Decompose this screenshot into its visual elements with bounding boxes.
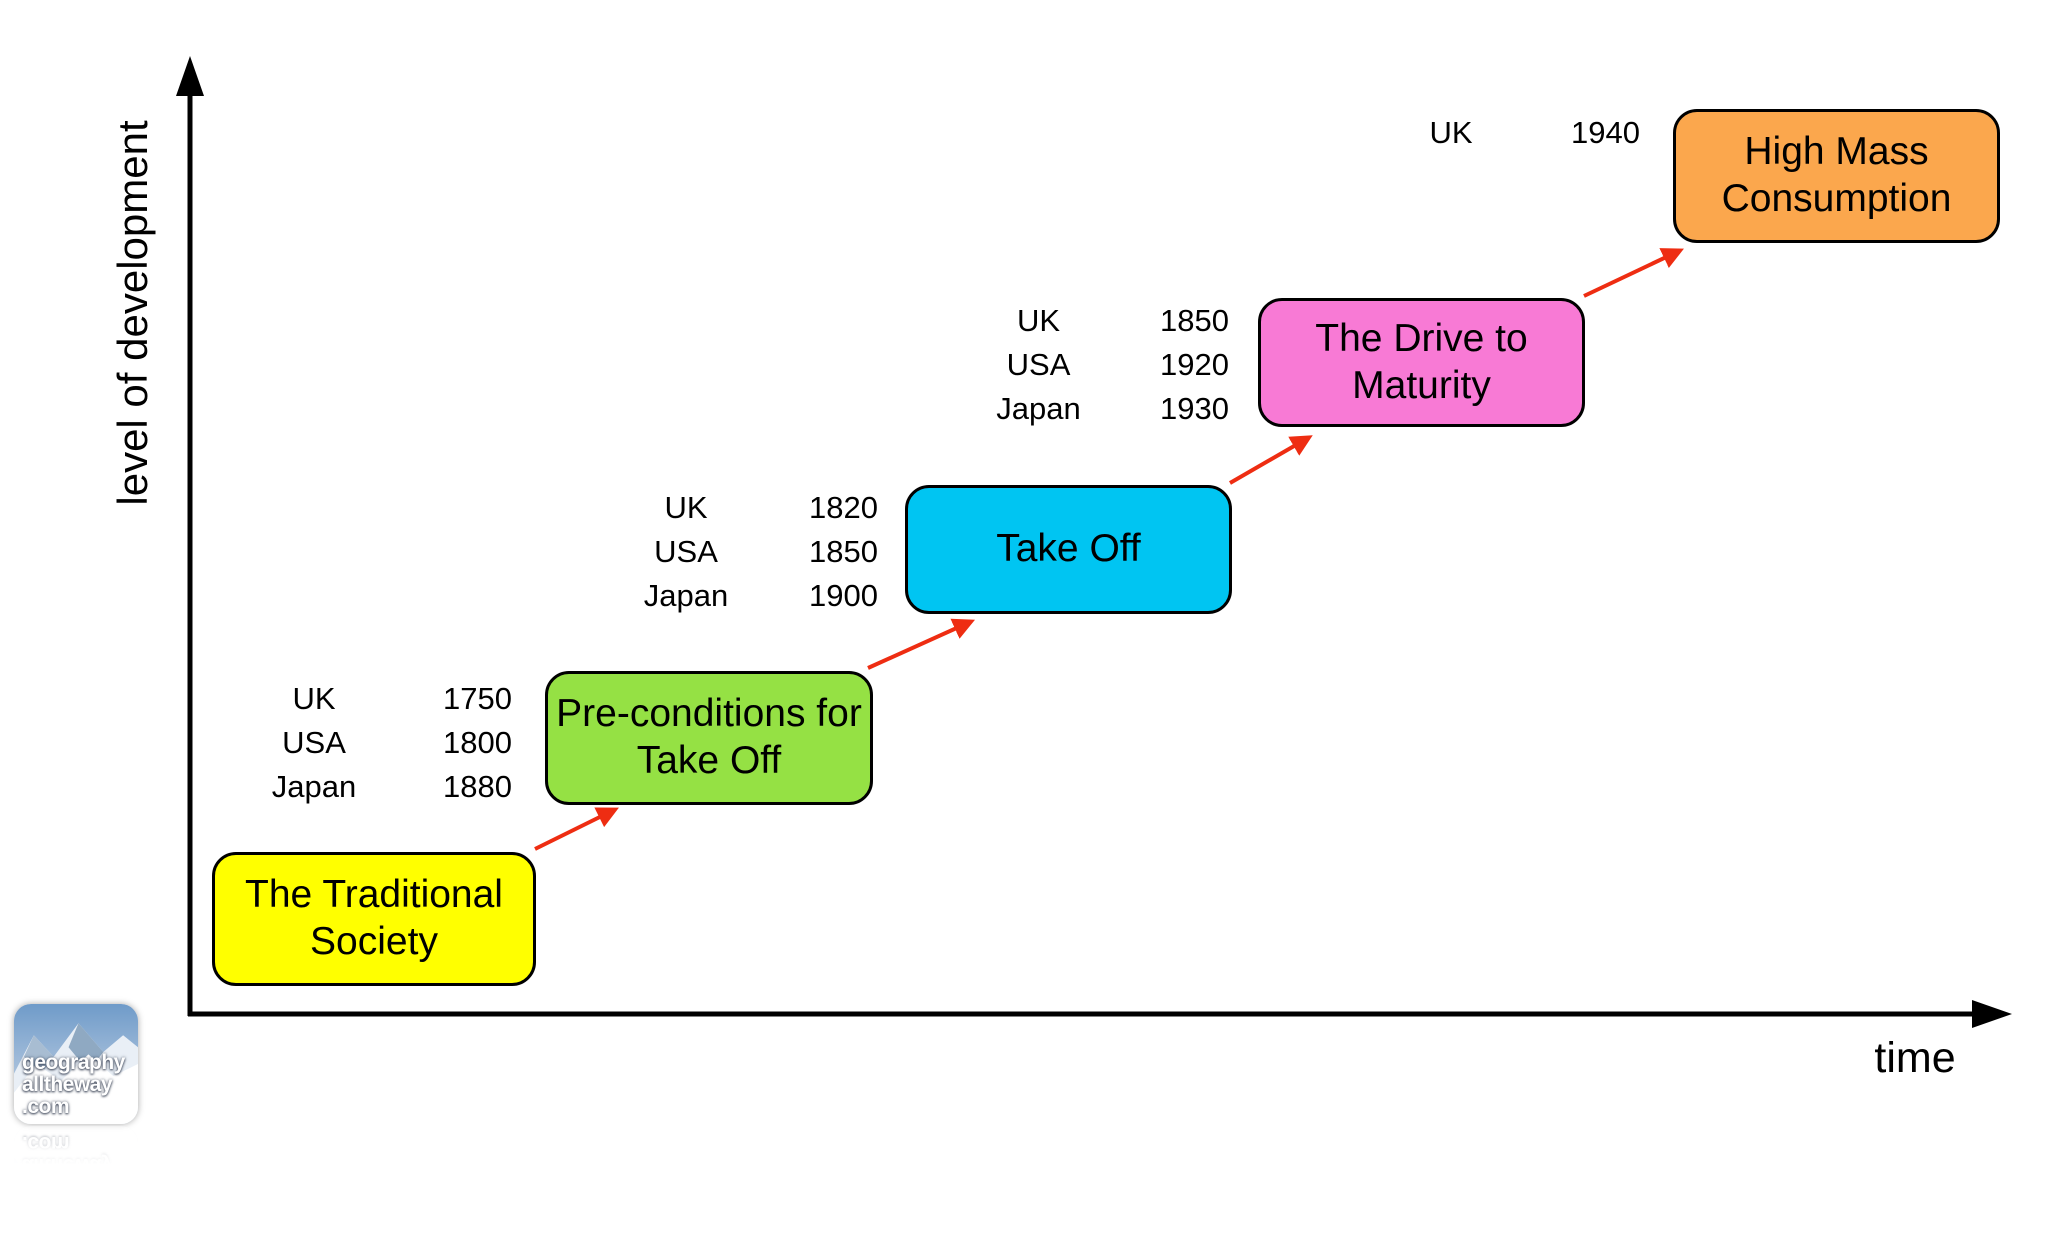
country-label: Japan <box>643 578 729 613</box>
stage-year-labels-high-mass-consumption: UK 1940 <box>1388 111 1640 155</box>
year-label-row: Japan 1880 <box>248 765 512 809</box>
stage-year-labels-preconditions: UK 1750 USA 1800 Japan 1880 <box>248 677 512 809</box>
stage-arrow-2 <box>867 618 976 670</box>
logo-line-2: alltheway <box>22 1073 113 1096</box>
year-label-row: UK 1750 <box>248 677 512 721</box>
year-value: 1920 <box>1160 347 1229 382</box>
year-value: 1850 <box>809 534 878 569</box>
y-axis-label: level of development <box>109 120 156 506</box>
stage-box-traditional-society: The Traditional Society <box>212 852 536 986</box>
country-label: USA <box>654 534 718 569</box>
year-value: 1900 <box>809 578 878 613</box>
logo-line-2: alltheway <box>22 1154 113 1177</box>
stage-arrow-4 <box>1583 248 1684 298</box>
year-label-row: USA 1920 <box>975 343 1229 387</box>
country-label: UK <box>1016 303 1061 338</box>
country-label: USA <box>282 725 346 760</box>
year-label-row: Japan 1930 <box>975 387 1229 431</box>
country-label: UK <box>664 490 708 525</box>
stage-box-preconditions-for-take-off: Pre-conditions for Take Off <box>545 671 873 805</box>
y-axis-arrowhead-icon <box>176 56 204 96</box>
year-value: 1850 <box>1160 303 1229 338</box>
stage-year-labels-take-off: UK 1820 USA 1850 Japan 1900 <box>622 486 878 618</box>
stage-arrow-3 <box>1229 435 1313 485</box>
year-value: 1750 <box>443 681 512 716</box>
logo-text: geography alltheway .com <box>22 1052 125 1118</box>
geographyalltheway-logo: geography alltheway .com geography allth… <box>14 1004 138 1246</box>
stage-year-labels-drive-to-maturity: UK 1850 USA 1920 Japan 1930 <box>975 299 1229 431</box>
x-axis-label: time <box>1874 1034 1956 1082</box>
stage-arrow-1 <box>534 807 619 851</box>
logo-line-1: geography <box>22 1051 125 1074</box>
year-value: 1820 <box>809 490 878 525</box>
stage-box-high-mass-consumption: High Mass Consumption <box>1673 109 2000 243</box>
country-label: USA <box>1006 347 1071 382</box>
year-value: 1940 <box>1571 115 1640 150</box>
logo-text: geography alltheway .com <box>22 1132 125 1199</box>
mountain-graphic-icon <box>14 1023 138 1124</box>
year-value: 1880 <box>443 769 512 804</box>
logo-reflection: geography alltheway .com <box>14 1126 138 1246</box>
year-value: 1800 <box>443 725 512 760</box>
logo-card: geography alltheway .com <box>14 1004 138 1124</box>
year-label-row: USA 1800 <box>248 721 512 765</box>
country-label: Japan <box>996 391 1081 426</box>
year-label-row: USA 1850 <box>622 530 878 574</box>
year-label-row: UK 1850 <box>975 299 1229 343</box>
logo-line-3: .com <box>22 1132 70 1155</box>
stage-box-take-off: Take Off <box>905 485 1232 614</box>
logo-line-1: geography <box>22 1176 125 1199</box>
country-label: Japan <box>271 769 357 804</box>
x-axis-arrowhead-icon <box>1972 1000 2012 1028</box>
stage-box-drive-to-maturity: The Drive to Maturity <box>1258 298 1585 427</box>
country-label: UK <box>1429 115 1473 150</box>
year-value: 1930 <box>1160 391 1229 426</box>
year-label-row: UK 1820 <box>622 486 878 530</box>
year-label-row: UK 1940 <box>1388 111 1640 155</box>
logo-line-3: .com <box>22 1095 70 1118</box>
country-label: UK <box>292 681 336 716</box>
year-label-row: Japan 1900 <box>622 574 878 618</box>
